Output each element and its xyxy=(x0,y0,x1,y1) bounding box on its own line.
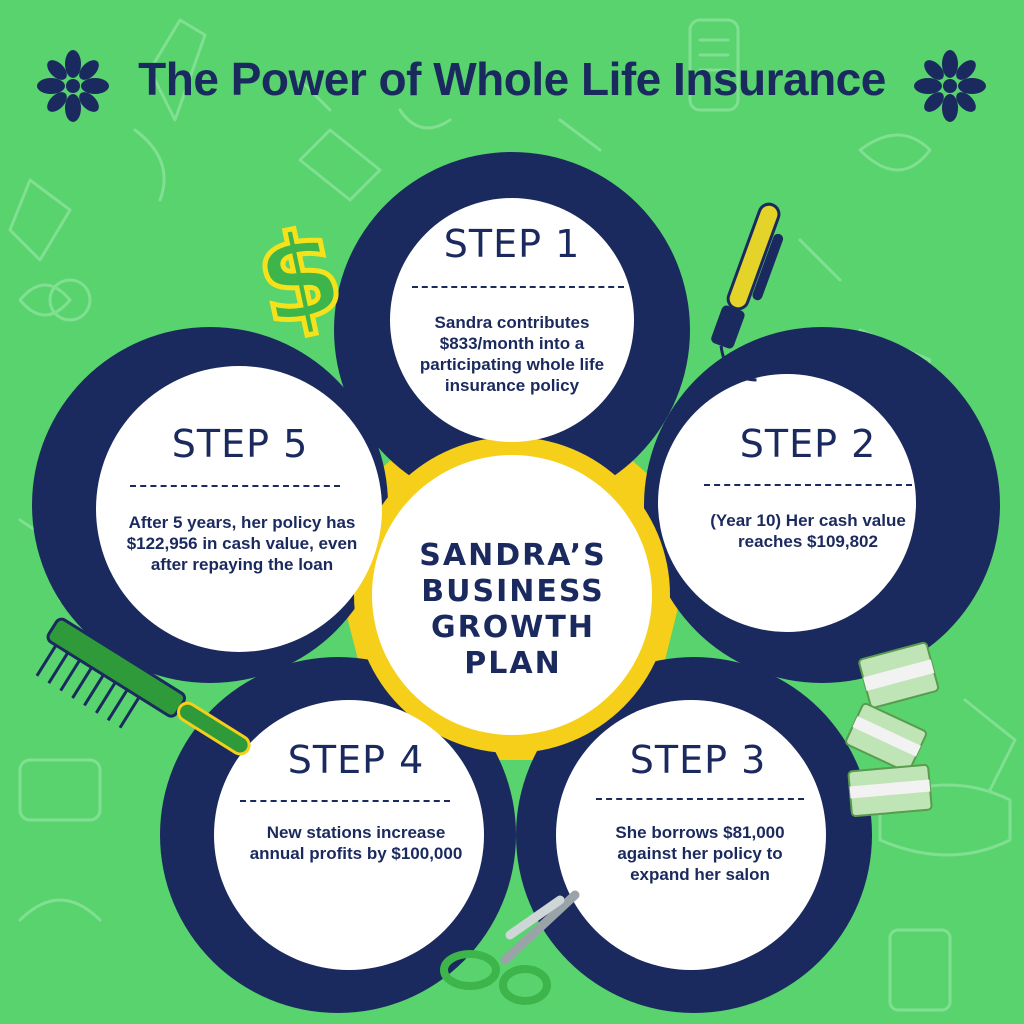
step2-divider xyxy=(704,484,912,486)
step5-title: STEP 5 xyxy=(171,422,309,466)
step1-circle xyxy=(390,198,634,442)
center-line-2: BUSINESS xyxy=(421,574,605,609)
brush-icon xyxy=(8,128,1017,792)
step1-text: Sandra contributes $833/month into a par… xyxy=(419,313,605,395)
step3-circle xyxy=(556,700,826,970)
step5-divider xyxy=(130,485,340,487)
step2-circle xyxy=(658,374,916,632)
center-heading: SANDRA’S BUSINESS GROWTH PLAN xyxy=(382,538,644,682)
step4-divider xyxy=(240,800,450,802)
cash-stack-icon xyxy=(845,641,940,818)
center-circle xyxy=(372,455,652,735)
step5-text: After 5 years, her policy has $122,956 i… xyxy=(126,513,358,574)
center-line-4: PLAN xyxy=(464,646,562,681)
asterisk-icon xyxy=(37,50,109,122)
step5-circle xyxy=(96,366,382,652)
asterisk-icon xyxy=(914,50,986,122)
step4-circle xyxy=(214,700,484,970)
curling-iron-icon xyxy=(711,202,784,382)
step3-title: STEP 3 xyxy=(629,738,767,782)
center-line-1: SANDRA’S xyxy=(419,538,607,573)
comb-icon xyxy=(35,617,251,756)
step3-divider xyxy=(596,798,804,800)
scissors-icon xyxy=(440,890,580,1005)
center-line-3: GROWTH xyxy=(431,610,595,645)
step2-text: (Year 10) Her cash value reaches $109,80… xyxy=(710,511,906,551)
step1-divider xyxy=(412,286,624,288)
step1-title: STEP 1 xyxy=(443,222,581,266)
step3-text: She borrows $81,000 against her policy t… xyxy=(615,823,785,884)
nail-polish-icon xyxy=(133,18,207,202)
step4-title: STEP 4 xyxy=(287,738,425,782)
page-title: The Power of Whole Life Insurance xyxy=(138,53,886,105)
svg-text:$: $ xyxy=(245,201,354,353)
step4-text: New stations increase annual profits by … xyxy=(249,823,463,863)
step2-title: STEP 2 xyxy=(739,422,877,466)
hair-dryer-icon xyxy=(688,18,740,112)
dollar-sign-icon: $ xyxy=(242,199,356,356)
